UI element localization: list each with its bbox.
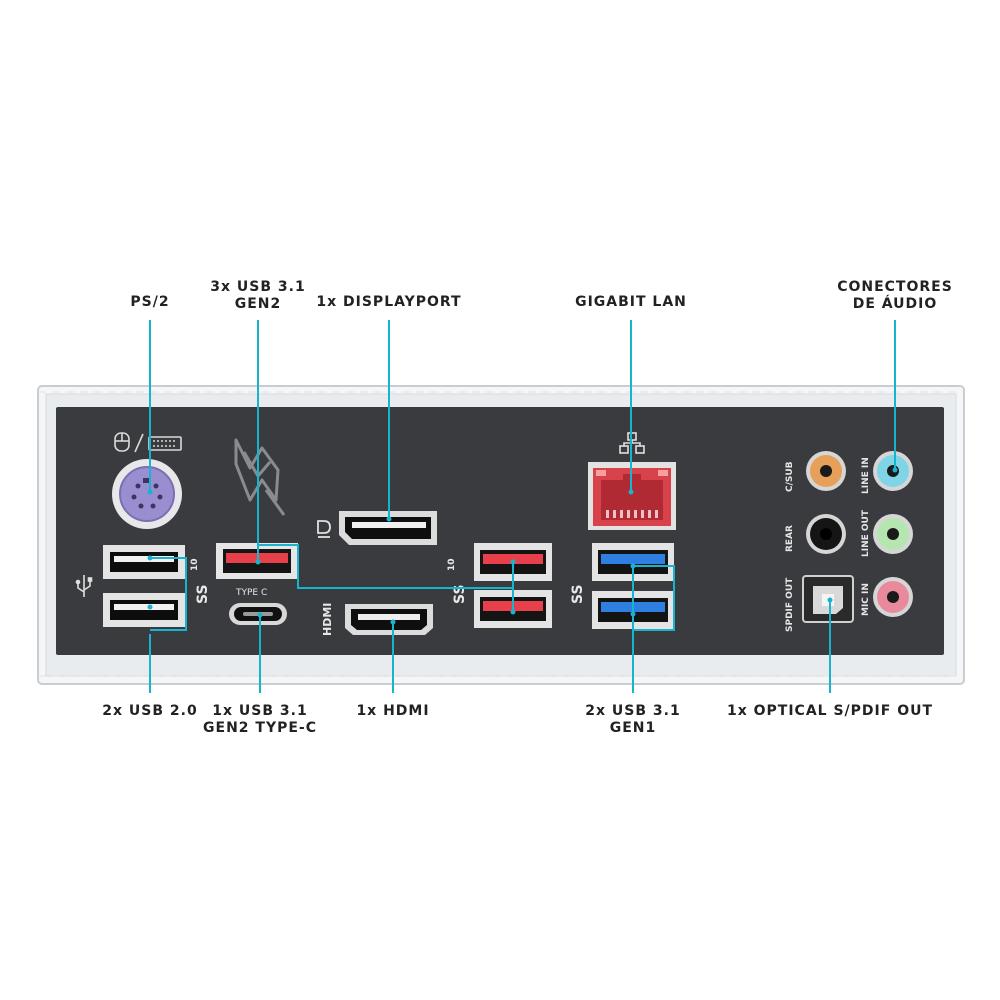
c-sub-text: C/SUB: [785, 461, 795, 492]
usb20-ports: [103, 545, 185, 627]
audio-jack-line-out: [873, 514, 913, 554]
ss-badge-10-text-2: 10: [447, 558, 457, 571]
rear-text: REAR: [785, 525, 795, 552]
superspeed-icon: SS 10 SS 10 SS: [190, 558, 586, 604]
leader-dots: [147, 467, 898, 625]
label-usb20: 2x USB 2.0: [102, 703, 198, 719]
leader-lines: [149, 320, 896, 693]
spdif-out-text: SPDIF OUT: [785, 577, 795, 632]
usb-icon: [75, 575, 93, 597]
hdmi-text: HDMI: [321, 603, 334, 636]
line-in-text: LINE IN: [861, 457, 871, 494]
audio-jack-mic-in: [873, 577, 913, 617]
displayport-icon: [317, 520, 331, 538]
ss-badge-text: SS: [195, 584, 211, 604]
label-audio-connectors: CONECTORES DE ÁUDIO: [837, 279, 953, 312]
label-usb31-gen1: 2x USB 3.1 GEN1: [585, 703, 681, 736]
audio-jack-csub: [806, 451, 846, 491]
label-gigabit-lan: GIGABIT LAN: [575, 294, 687, 310]
ps2-port: [112, 459, 182, 529]
ss-badge-text-3: SS: [570, 584, 586, 604]
label-optical-spdif: 1x OPTICAL S/PDIF OUT: [726, 703, 934, 719]
line-out-text: LINE OUT: [861, 509, 871, 557]
audio-jack-rear: [806, 514, 846, 554]
ss-badge-10-text: 10: [190, 558, 200, 571]
mic-in-text: MIC IN: [861, 583, 871, 616]
label-usb-typec: 1x USB 3.1 GEN2 TYPE-C: [203, 703, 317, 736]
displayport-port: [339, 511, 437, 545]
label-ps2: PS/2: [130, 294, 170, 310]
label-hdmi: 1x HDMI: [356, 703, 430, 719]
label-usb31-gen2: 3x USB 3.1 GEN2: [210, 279, 306, 312]
label-displayport: 1x DISPLAYPORT: [316, 294, 462, 310]
type-c-text: TYPE C: [235, 588, 267, 598]
hdmi-port: [345, 604, 433, 635]
ss-badge-text-2: SS: [452, 584, 468, 604]
